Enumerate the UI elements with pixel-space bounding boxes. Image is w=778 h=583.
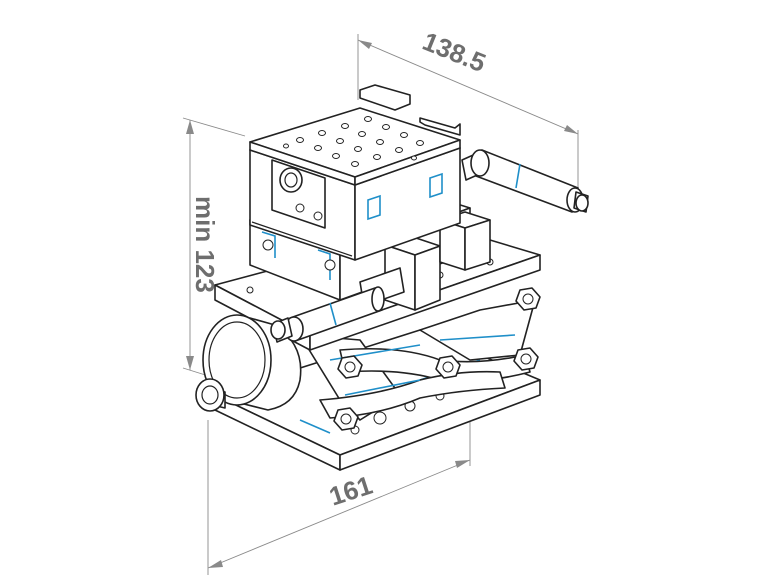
mounting-holes xyxy=(283,116,424,167)
dimension-height-label: min 123 xyxy=(190,196,220,293)
front-micrometer[interactable] xyxy=(270,267,405,343)
scissor-mechanism xyxy=(299,287,541,431)
dimension-height: min 123 xyxy=(182,117,246,379)
dimension-depth-label: 161 xyxy=(325,470,376,512)
top-plate xyxy=(249,107,461,186)
right-micrometer[interactable] xyxy=(461,149,589,213)
lift-knob[interactable] xyxy=(195,314,302,412)
